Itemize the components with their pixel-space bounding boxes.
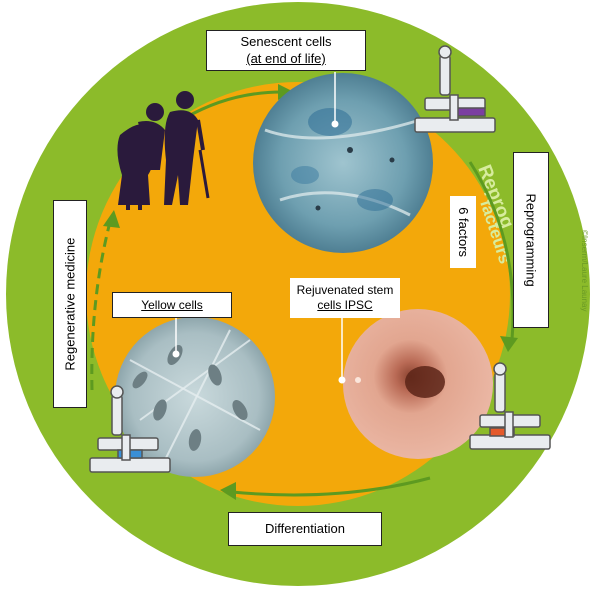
- reprogramming-label: Reprogramming: [513, 152, 549, 328]
- senescent-cells-label: Senescent cells (at end of life): [206, 30, 366, 71]
- yellow-cells-label: Yellow cells: [112, 292, 232, 318]
- regenerative-medicine-text: Regenerative medicine: [62, 238, 78, 371]
- differentiation-label: Differentiation: [228, 512, 382, 546]
- senescent-label-line1: Senescent cells: [240, 34, 331, 50]
- senescent-label-line2: (at end of life): [246, 51, 326, 67]
- rejuvenated-cells-label: Rejuvenated stem cells IPSC: [290, 278, 400, 318]
- rejuvenated-label-line1: Rejuvenated stem: [297, 283, 394, 298]
- senescent-cells-image: [253, 73, 433, 253]
- credit-text: ©Inserm/Laure Launay: [580, 230, 589, 312]
- reprogramming-text: Reprogramming: [523, 193, 539, 286]
- yellow-cells-text: Yellow cells: [141, 298, 203, 313]
- six-factors-text: 6 factors: [455, 207, 471, 257]
- six-factors-label: 6 factors: [450, 196, 476, 268]
- regenerative-medicine-label: Regenerative medicine: [53, 200, 87, 408]
- differentiation-text: Differentiation: [265, 521, 345, 537]
- rejuvenated-label-line2: cells IPSC: [317, 298, 372, 313]
